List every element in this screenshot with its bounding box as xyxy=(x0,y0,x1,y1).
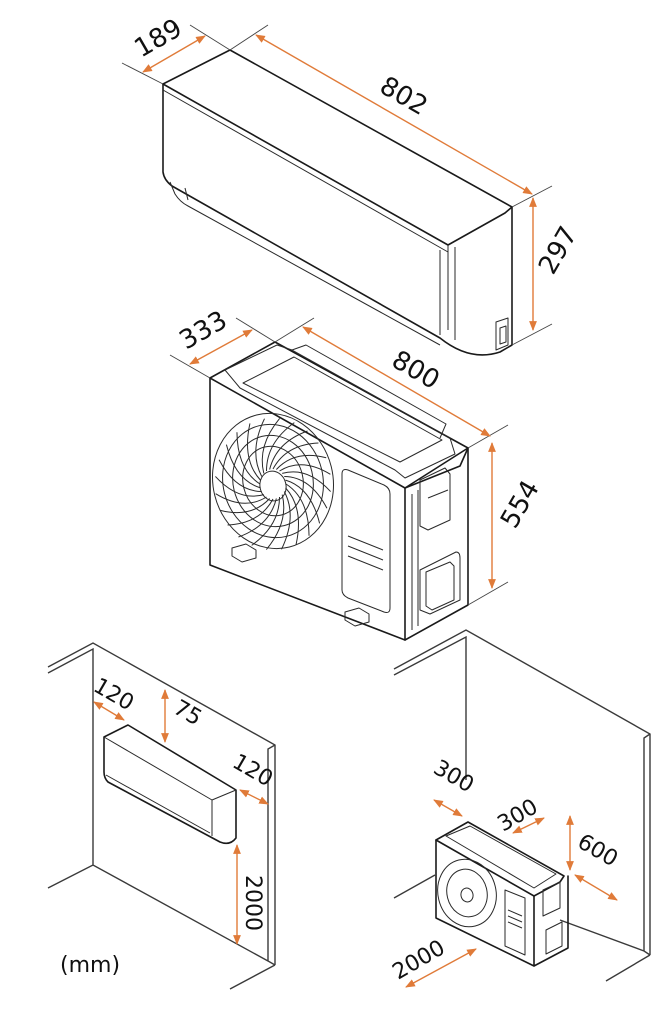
outdoor-front-clearance-label: 2000 xyxy=(389,936,450,986)
indoor-extension-lines xyxy=(121,24,553,346)
outdoor-front-face xyxy=(209,377,406,641)
indoor-louver-edge xyxy=(184,187,189,201)
indoor-floor-clearance-label: 2000 xyxy=(240,875,265,931)
fan-spoke xyxy=(272,442,319,470)
fan-spoke xyxy=(218,459,262,492)
indoor-front-panel-line xyxy=(162,89,449,330)
outdoor-top-clearance-label: 600 xyxy=(573,830,622,873)
outdoor-side-face xyxy=(404,447,469,641)
fan-spoke xyxy=(219,498,271,514)
indoor-installation-drawing: 120 75 120 2000 (mm) xyxy=(47,642,277,990)
mini-outdoor-top-recess xyxy=(445,825,557,889)
fan-spoke xyxy=(279,464,331,475)
outdoor-depth-arrow xyxy=(189,329,253,365)
fan-spoke xyxy=(284,476,328,509)
indoor-wall-outline xyxy=(47,642,276,965)
indoor-right-clearance-arrow xyxy=(239,789,269,805)
outdoor-height-label: 554 xyxy=(495,476,546,534)
fan-spokes xyxy=(215,418,331,550)
outdoor-side-clearance-arrow xyxy=(574,874,618,901)
unit-label: (mm) xyxy=(60,953,120,978)
indoor-left-clearance-arrow xyxy=(93,701,125,721)
fan-spoke xyxy=(255,418,265,477)
mini-fan-hub xyxy=(460,887,474,903)
outdoor-top-face xyxy=(209,341,469,489)
fan-spoke xyxy=(227,498,274,526)
outdoor-unit-drawing: 333 800 554 xyxy=(169,305,546,641)
outdoor-rear-left-clearance-arrow xyxy=(433,799,463,817)
outdoor-foot-left xyxy=(231,543,257,563)
outdoor-vent-slots xyxy=(347,535,384,571)
fan-spoke xyxy=(236,432,261,485)
fan-grille-icon xyxy=(212,412,334,550)
indoor-depth-label: 189 xyxy=(130,13,188,64)
outdoor-side-edge xyxy=(411,490,419,630)
outdoor-top-rim xyxy=(224,344,456,479)
mini-outdoor-panel xyxy=(504,889,526,956)
mini-outdoor-valves xyxy=(542,881,563,955)
outdoor-valve-edge xyxy=(427,489,449,499)
indoor-top-face xyxy=(162,49,513,246)
mini-indoor-unit xyxy=(103,724,237,845)
outdoor-valve-cover xyxy=(425,561,455,611)
fan-spoke xyxy=(225,444,261,489)
indoor-top-clearance-label: 75 xyxy=(169,696,206,732)
mini-fan-icon xyxy=(437,858,497,928)
indoor-side-detail xyxy=(439,247,456,340)
indoor-depth-arrow xyxy=(142,35,206,73)
indoor-width-arrow xyxy=(255,34,533,195)
outdoor-foot-right xyxy=(344,607,370,627)
outdoor-wall-edges xyxy=(393,635,651,982)
outdoor-valve-upper xyxy=(419,467,451,531)
indoor-louver xyxy=(169,181,441,346)
outdoor-rear-clearance-arrow xyxy=(512,817,545,834)
fan-spoke xyxy=(285,479,321,524)
outdoor-width-arrow xyxy=(302,326,491,437)
indoor-width-label: 802 xyxy=(375,71,433,122)
fan-spoke xyxy=(215,493,267,504)
mini-indoor-unit-detail xyxy=(103,736,237,836)
fan-spoke xyxy=(265,494,285,550)
fan-spoke xyxy=(281,491,291,550)
outdoor-installation-drawing: 300 300 600 2000 xyxy=(389,629,651,988)
indoor-right-clearance-label: 120 xyxy=(228,750,277,793)
indoor-left-clearance-label: 120 xyxy=(89,674,138,717)
outdoor-width-label: 800 xyxy=(387,345,445,396)
outdoor-extension-lines xyxy=(169,317,509,606)
outdoor-depth-label: 333 xyxy=(175,305,233,356)
outdoor-rear-left-clearance-label: 300 xyxy=(429,756,478,799)
fan-spoke xyxy=(265,422,295,472)
outdoor-front-clearance-arrow xyxy=(405,948,477,988)
outdoor-valve-lower xyxy=(419,551,461,615)
indoor-connector-icon xyxy=(495,317,509,351)
indoor-wall-edges xyxy=(47,647,276,990)
outdoor-wall-outline xyxy=(393,629,651,955)
fan-spoke xyxy=(282,471,331,492)
mini-outdoor-body xyxy=(435,839,569,967)
fan-spoke xyxy=(215,476,264,497)
mini-fan-ring xyxy=(446,868,488,918)
fan-spoke xyxy=(275,454,327,470)
mini-outdoor-top xyxy=(435,821,565,897)
indoor-height-label: 297 xyxy=(533,222,584,280)
fan-spoke xyxy=(261,418,281,474)
fan-spoke xyxy=(247,423,261,481)
fan-spoke xyxy=(285,487,299,545)
fan-spoke xyxy=(251,496,281,546)
outdoor-access-panel xyxy=(341,469,391,613)
fan-spoke xyxy=(238,498,277,538)
fan-spoke xyxy=(285,483,310,536)
indoor-unit-drawing: 189 802 297 xyxy=(121,13,584,356)
